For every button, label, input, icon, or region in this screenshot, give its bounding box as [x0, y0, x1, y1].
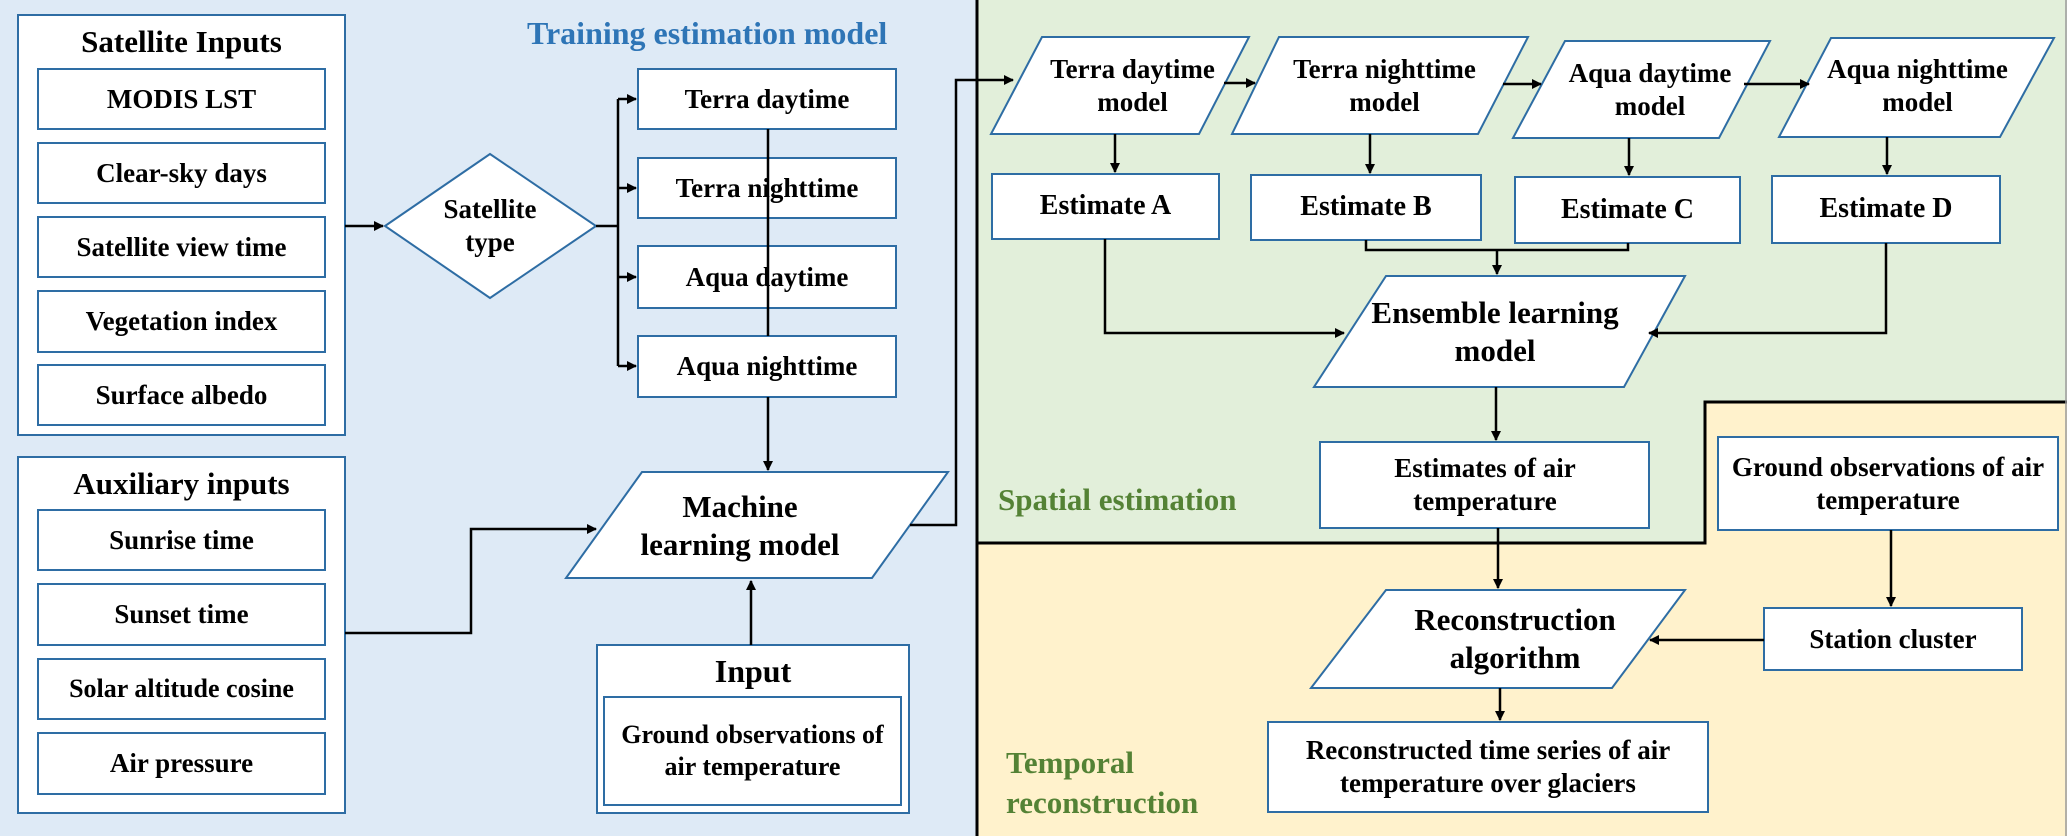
input-ground-observations: Ground observations of air temperature: [621, 720, 884, 781]
aux-item-box: [37, 732, 326, 795]
reconstructed-output-box: [1267, 721, 1709, 813]
estimate-c: Estimate C: [1561, 193, 1694, 225]
estimate-d: Estimate D: [1819, 193, 1953, 225]
estimates-output-box: [1319, 441, 1650, 529]
ground-obs-label: Ground observations of air temperature: [1731, 451, 2045, 515]
reconstruction-shape: [1308, 589, 1687, 689]
model-aqua-nighttime: Aqua nighttime model: [1827, 54, 2008, 117]
arrow-ml-to-terra-day-model: [910, 80, 1013, 527]
aux-item-sunset: Sunset time: [114, 599, 249, 630]
reconstructed-output-label: Reconstructed time series of air tempera…: [1305, 735, 1671, 798]
ensemble-shape: [1312, 275, 1687, 388]
aux-item-sunrise: Sunrise time: [109, 524, 254, 555]
arrow-estimate-d-to-ensemble: [1649, 243, 1888, 333]
type-terra-daytime: Terra daytime: [684, 83, 850, 114]
estimate-box: [1250, 174, 1482, 241]
ml-model-label: Machine learning model: [640, 489, 840, 562]
aux-item-box: [37, 509, 326, 571]
arrow-estimate-a-to-ensemble: [1103, 239, 1344, 333]
satellite-type-label: Satellite type: [443, 194, 537, 257]
satellite-inputs-title: Satellite Inputs: [81, 24, 282, 60]
reconstruction-label: Reconstruction algorithm: [1414, 602, 1616, 675]
aux-item-box: [37, 583, 326, 646]
sat-item-box: [37, 216, 326, 278]
station-cluster-label: Station cluster: [1809, 623, 1977, 654]
model-shape: [1777, 37, 2056, 138]
ensemble-label: Ensemble learning model: [1371, 295, 1619, 368]
estimate-box: [1771, 175, 2001, 244]
model-terra-daytime: Terra daytime model: [1050, 54, 1215, 117]
sat-item-box: [37, 364, 326, 426]
estimate-a: Estimate A: [1039, 190, 1172, 222]
model-shape: [1230, 36, 1530, 135]
aux-item-solar-altitude: Solar altitude cosine: [69, 674, 294, 704]
model-terra-nighttime: Terra nighttime model: [1293, 54, 1476, 117]
aux-item-air-pressure: Air pressure: [109, 748, 254, 779]
type-box: [637, 68, 897, 130]
sat-item-modis-lst: MODIS LST: [106, 83, 257, 114]
type-aqua-daytime: Aqua daytime: [685, 261, 849, 292]
spatial-title: Spatial estimation: [998, 482, 1237, 518]
model-aqua-daytime: Aqua daytime model: [1568, 58, 1732, 121]
input-item-box: [603, 696, 902, 806]
training-title: Training estimation model: [527, 15, 888, 52]
estimate-box: [1514, 176, 1741, 244]
input-title: Input: [714, 653, 792, 690]
auxiliary-inputs-title: Auxiliary inputs: [73, 466, 290, 502]
model-shape: [989, 36, 1251, 135]
sat-item-surface-albedo: Surface albedo: [95, 379, 268, 410]
temporal-title: Temporal reconstruction: [1006, 744, 1199, 820]
type-terra-nighttime: Terra nighttime: [675, 172, 859, 203]
aux-item-box: [37, 658, 326, 720]
type-aqua-nighttime: Aqua nighttime: [676, 351, 858, 382]
sat-item-vegetation-index: Vegetation index: [85, 306, 278, 337]
sat-item-box: [37, 290, 326, 353]
model-shape: [1511, 40, 1772, 139]
ground-obs-box: [1717, 436, 2059, 531]
type-box: [637, 335, 897, 398]
sat-item-view-time: Satellite view time: [76, 231, 287, 262]
sat-item-box: [37, 142, 326, 204]
ml-model-shape: [564, 471, 950, 579]
estimate-b: Estimate B: [1300, 191, 1432, 223]
sat-item-clear-sky-days: Clear-sky days: [96, 157, 267, 188]
region-divider-step: [977, 400, 2067, 545]
estimates-output-label: Estimates of air temperature: [1394, 453, 1576, 516]
sat-item-box: [37, 68, 326, 130]
arrow-aux-to-ml: [345, 529, 596, 635]
station-cluster-box: [1763, 607, 2023, 671]
